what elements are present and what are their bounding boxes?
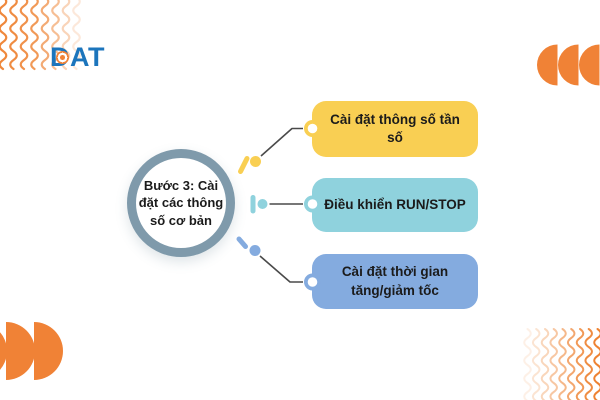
step-box-label: Cài đặt thông số tần số (330, 111, 460, 145)
step-box-label: Cài đặt thời gian tăng/giảm tốc (341, 264, 449, 298)
dat-logo: DAT (50, 42, 130, 74)
center-step-circle: Bước 3: Cài đặt các thông số cơ bản (127, 149, 235, 257)
step-box-accel-decel: Cài đặt thời gian tăng/giảm tốc (312, 254, 478, 309)
wave-pattern-bottom-right-icon (523, 328, 600, 400)
step-box-frequency: Cài đặt thông số tần số (312, 101, 478, 157)
target-gear-icon (56, 51, 69, 64)
step-box-run-stop: Điều khiển RUN/STOP (312, 178, 478, 232)
semicircles-top-right-icon (537, 44, 600, 86)
step-box-label: Điều khiển RUN/STOP (324, 196, 466, 212)
center-step-label: Bước 3: Cài đặt các thông số cơ bản (138, 177, 224, 228)
semicircles-bottom-left-icon (0, 322, 63, 380)
